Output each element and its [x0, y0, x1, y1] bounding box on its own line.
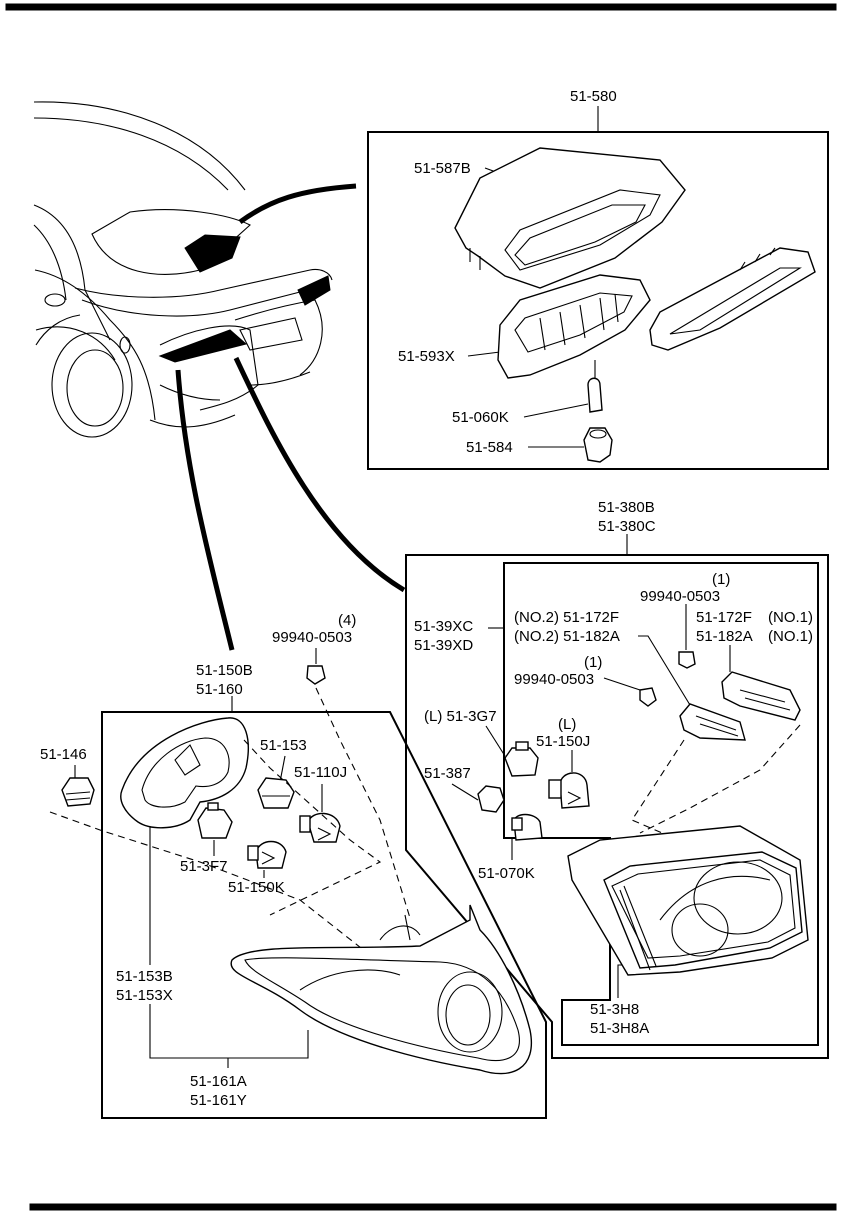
- label-bracket-right-no1-a: (NO.1): [768, 609, 813, 626]
- label-51-39xd: 51-39XD: [414, 637, 473, 654]
- rear-lamp-box: [101, 711, 547, 1119]
- label-bracket-right-no1-b: (NO.1): [768, 628, 813, 645]
- label-bulb-070k: 51-070K: [478, 865, 535, 882]
- label-nut-rear: 99940-0503: [272, 629, 352, 646]
- label-51-160: 51-160: [196, 681, 243, 698]
- label-51-150b: 51-150B: [196, 662, 253, 679]
- label-socket-3g7: (L) 51-3G7: [424, 708, 497, 725]
- rear-lamp-group: 51-150B 51-160 (4) 99940-0503 51-146 51-…: [40, 612, 547, 1119]
- label-bracket-right-2: 51-182A: [696, 628, 753, 645]
- label-51-587b: 51-587B: [414, 160, 471, 177]
- label-51-3f7: 51-3F7: [180, 858, 228, 875]
- trunk-lamp-group: 51-380B 51-380C 51-39XC 51-39XD (1) 9994…: [405, 499, 829, 1059]
- vehicle-rear-view: [33, 101, 406, 651]
- label-bracket-left-no2-2: (NO.2) 51-182A: [514, 628, 620, 645]
- label-nut-qty-rear: (4): [338, 612, 356, 629]
- label-51-39xc: 51-39XC: [414, 618, 473, 635]
- label-51-584: 51-584: [466, 439, 513, 456]
- label-51-153x: 51-153X: [116, 987, 173, 1004]
- label-51-580: 51-580: [570, 88, 617, 105]
- label-51-161a: 51-161A: [190, 1073, 247, 1090]
- high-mount-lamp-group: 51-580 51-587B 51-593X 51-060K 51-584: [367, 88, 829, 470]
- label-socket-387: 51-387: [424, 765, 471, 782]
- label-51-146: 51-146: [40, 746, 87, 763]
- label-nut-mid: 99940-0503: [514, 671, 594, 688]
- label-51-3h8a: 51-3H8A: [590, 1020, 649, 1037]
- label-bulb-150j: 51-150J: [536, 733, 590, 750]
- label-51-150k: 51-150K: [228, 879, 285, 896]
- label-51-060k: 51-060K: [452, 409, 509, 426]
- bottom-border: [29, 1203, 837, 1211]
- label-nut-top: 99940-0503: [640, 588, 720, 605]
- label-bracket-right-1: 51-172F: [696, 609, 752, 626]
- top-border: [5, 3, 837, 11]
- label-51-153b: 51-153B: [116, 968, 173, 985]
- label-51-110j: 51-110J: [294, 764, 347, 781]
- label-51-161y: 51-161Y: [190, 1092, 247, 1109]
- label-nut-qty-top: (1): [712, 571, 730, 588]
- trunk-lamp-outer-box: [405, 554, 829, 1059]
- label-bulb-150j-qty: (L): [558, 716, 576, 733]
- label-51-593x: 51-593X: [398, 348, 455, 365]
- label-nut-qty-mid: (1): [584, 654, 602, 671]
- label-51-153: 51-153: [260, 737, 307, 754]
- label-51-3h8: 51-3H8: [590, 1001, 639, 1018]
- label-bracket-left-no2-1: (NO.2) 51-172F: [514, 609, 619, 626]
- label-51-380c: 51-380C: [598, 518, 656, 535]
- label-51-380b: 51-380B: [598, 499, 655, 516]
